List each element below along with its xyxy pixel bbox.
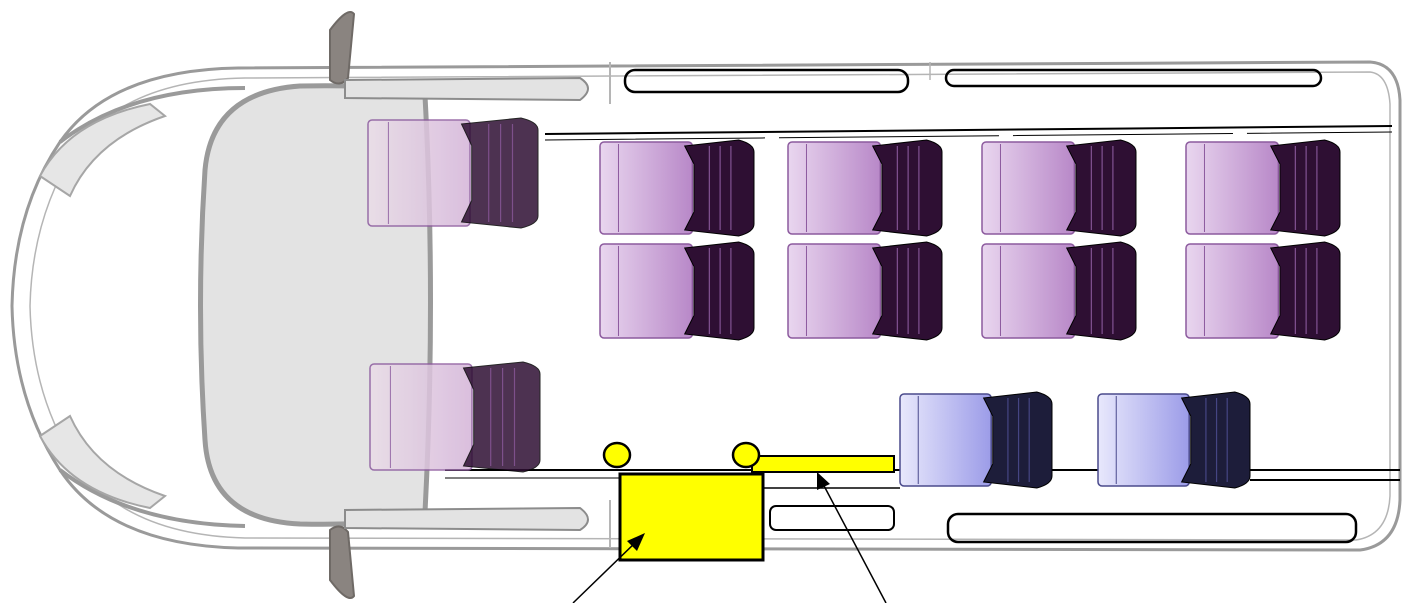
row-2-seat-a-cushion (787, 141, 882, 235)
lift-post-left (602, 441, 632, 469)
row-2-seat-b-cushion (787, 243, 882, 339)
row-4-seat-b-backrest (1269, 241, 1341, 341)
front-passenger-seat-cushion (369, 363, 473, 471)
row-1-seat-b-backrest (683, 241, 755, 341)
mirror-top (329, 11, 356, 85)
row-3-seat-a-cushion (981, 141, 1076, 235)
rear-right-seat-1 (899, 391, 1053, 489)
arrow-to-platform (572, 539, 639, 603)
row-3-seat-a (981, 139, 1137, 237)
rear-right-seat-2-backrest (1180, 391, 1251, 489)
callout-arrows (572, 472, 887, 603)
side-window-top-1 (623, 68, 910, 94)
headlight-bottom (38, 414, 168, 510)
track-top-1 (544, 125, 1393, 135)
side-window-top-2 (944, 68, 1323, 88)
headlight-top (38, 102, 168, 198)
row-4-seat-a (1185, 139, 1341, 237)
driver-seat-cushion (367, 119, 471, 227)
arrow-to-platform-head (627, 533, 645, 551)
row-1-seat-a (599, 139, 755, 237)
driver-seat (367, 117, 539, 229)
lift-ramp-bar (751, 455, 895, 473)
seating-layout (367, 117, 1341, 489)
door-window-top (344, 76, 589, 102)
rear-right-seat-2-cushion (1097, 393, 1190, 487)
side-step-bottom (769, 505, 895, 531)
side-window-bottom-2 (946, 512, 1358, 544)
row-4-seat-a-cushion (1185, 141, 1280, 235)
mirror-bottom (329, 525, 356, 599)
row-3-seat-b (981, 241, 1137, 341)
row-1-seat-b (599, 241, 755, 341)
row-1-seat-a-backrest (683, 139, 755, 237)
arrow-to-ramp-head (817, 472, 830, 490)
rear-right-seat-1-backrest (982, 391, 1053, 489)
arrow-to-ramp (821, 481, 887, 603)
driver-seat-backrest (460, 117, 539, 229)
row-3-seat-a-backrest (1065, 139, 1137, 237)
row-1-seat-a-cushion (599, 141, 694, 235)
lift-platform (618, 472, 765, 562)
wheelchair-lift (602, 441, 895, 562)
row-3-seat-b-cushion (981, 243, 1076, 339)
row-2-seat-a-backrest (871, 139, 943, 237)
row-4-seat-b-cushion (1185, 243, 1280, 339)
row-2-seat-b-backrest (871, 241, 943, 341)
front-passenger-seat (369, 361, 541, 473)
rear-right-seat-2 (1097, 391, 1251, 489)
row-2-seat-a (787, 139, 943, 237)
row-3-seat-b-backrest (1065, 241, 1137, 341)
lift-post-right (731, 441, 761, 469)
rear-right-seat-1-cushion (899, 393, 992, 487)
row-4-seat-a-backrest (1269, 139, 1341, 237)
front-passenger-seat-backrest (462, 361, 541, 473)
row-2-seat-b (787, 241, 943, 341)
door-window-bottom (344, 506, 589, 532)
hood-line-bottom (58, 468, 246, 528)
hood-line-top (58, 86, 246, 144)
row-4-seat-b (1185, 241, 1341, 341)
row-1-seat-b-cushion (599, 243, 694, 339)
track-top-2 (544, 131, 1393, 141)
